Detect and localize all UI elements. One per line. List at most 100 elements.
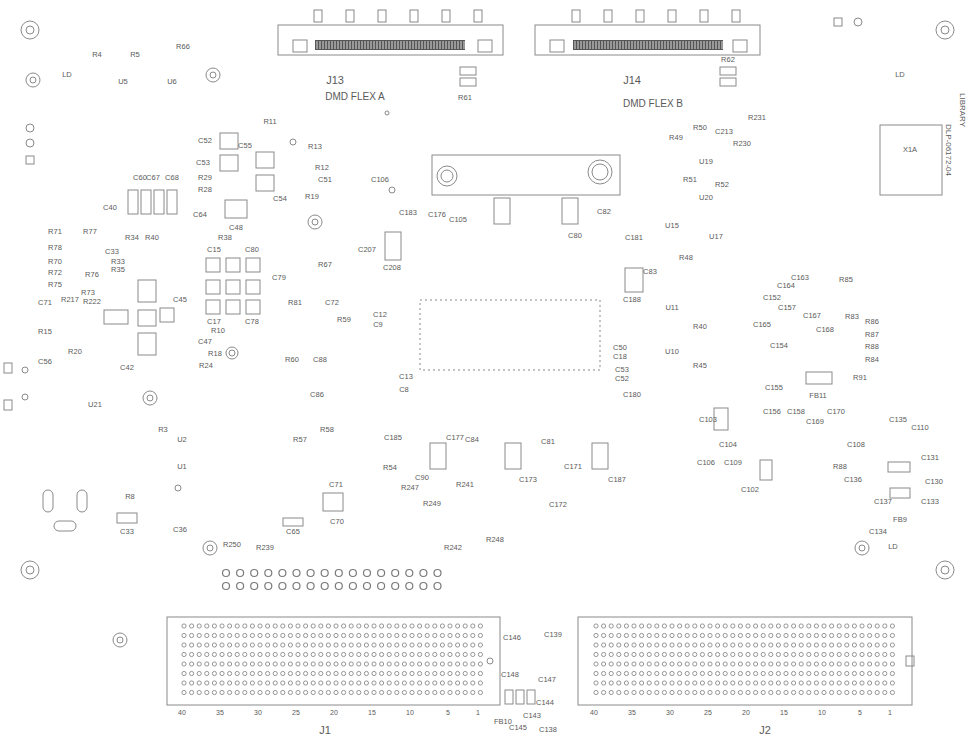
pin-stripe: [713, 41, 714, 49]
connector-pin: [852, 671, 856, 675]
component-label: R86: [865, 318, 879, 326]
component-label: C136: [844, 476, 862, 484]
component-label: R87: [865, 331, 879, 339]
connector-tab: [378, 10, 386, 22]
component-label: R3: [158, 426, 168, 434]
component-label: C67: [146, 174, 160, 182]
connector-pin: [425, 671, 429, 675]
pin-stripe: [716, 41, 717, 49]
connector-pin: [471, 652, 475, 656]
component-label: C33: [120, 528, 134, 536]
connector-pin: [670, 662, 674, 666]
connector-pin: [250, 681, 254, 685]
connector-pin: [640, 633, 644, 637]
connector-pin: [281, 681, 285, 685]
connector-pin: [349, 633, 353, 637]
connector-pin: [190, 633, 194, 637]
connector-pin: [807, 671, 811, 675]
connector-pin: [837, 624, 841, 628]
pin-stripe: [584, 41, 585, 49]
connector-pin: [617, 624, 621, 628]
component-label: C88: [313, 356, 327, 364]
connector-pin: [890, 681, 894, 685]
header-pin: [223, 570, 230, 577]
connector-pin: [799, 671, 803, 675]
pin-stripe: [437, 41, 438, 49]
connector-pin: [273, 643, 277, 647]
connector-pin: [478, 643, 482, 647]
connector-pin: [212, 633, 216, 637]
component-label: R70: [48, 258, 62, 266]
connector-pin: [266, 690, 270, 694]
connector-pin: [640, 681, 644, 685]
connector-pin: [190, 671, 194, 675]
connector-pin: [784, 671, 788, 675]
component-label: C158: [787, 408, 805, 416]
pin-stripe: [434, 41, 435, 49]
connector-pin: [708, 671, 712, 675]
connector-pin: [440, 652, 444, 656]
connector-pin: [738, 652, 742, 656]
connector-pin: [609, 690, 613, 694]
connector-pin: [402, 662, 406, 666]
connector-pin: [319, 633, 323, 637]
component-label: C145: [509, 724, 527, 732]
component-label: R57: [293, 436, 307, 444]
connector-pin: [609, 652, 613, 656]
pin-stripe: [329, 41, 330, 49]
connector-pin: [235, 643, 239, 647]
connector-pin: [357, 662, 361, 666]
connector-pin: [799, 681, 803, 685]
connector-pin: [433, 624, 437, 628]
component-label: C42: [120, 364, 134, 372]
connector-pin: [288, 633, 292, 637]
connector-pin: [334, 624, 338, 628]
header-pin: [392, 570, 399, 577]
connector-pin: [281, 624, 285, 628]
header-pin: [364, 570, 371, 577]
component-label: C70: [330, 518, 344, 526]
connector-pin: [342, 633, 346, 637]
connector-pin: [708, 633, 712, 637]
connector-pin: [266, 671, 270, 675]
pin-stripe: [332, 41, 333, 49]
component-label: U21: [88, 401, 102, 409]
connector-pin: [250, 643, 254, 647]
pin-stripe: [335, 41, 336, 49]
pin-stripe: [365, 41, 366, 49]
connector-pin: [296, 671, 300, 675]
connector-pin: [716, 624, 720, 628]
pin-stripe: [353, 41, 354, 49]
connector-pin: [266, 662, 270, 666]
connector-pin: [875, 690, 879, 694]
connector-pin: [632, 633, 636, 637]
connector-pin: [296, 624, 300, 628]
connector-pin: [837, 681, 841, 685]
header-pin: [307, 570, 314, 577]
connector-tab: [442, 10, 450, 22]
component-label: R49: [669, 134, 683, 142]
connector-pin: [632, 681, 636, 685]
connector-pin: [632, 690, 636, 694]
connector-pin: [769, 624, 773, 628]
connector-pin: [700, 624, 704, 628]
connector-pin: [387, 690, 391, 694]
connector-pin: [433, 633, 437, 637]
connector-tab: [700, 10, 708, 22]
connector-pin: [319, 662, 323, 666]
connector-pin: [860, 671, 864, 675]
connector-pin: [182, 643, 186, 647]
connector-pin: [220, 633, 224, 637]
connector-pin: [678, 633, 682, 637]
connector-pin: [814, 624, 818, 628]
connector-pin: [182, 662, 186, 666]
connector-pin: [868, 662, 872, 666]
connector-pin: [197, 624, 201, 628]
connector-pin: [738, 690, 742, 694]
connector-pin: [197, 681, 201, 685]
connector-pin: [868, 633, 872, 637]
component-label: R4: [92, 51, 102, 59]
connector-pin: [822, 633, 826, 637]
connector-tab: [314, 10, 322, 22]
connector-pin: [624, 671, 628, 675]
